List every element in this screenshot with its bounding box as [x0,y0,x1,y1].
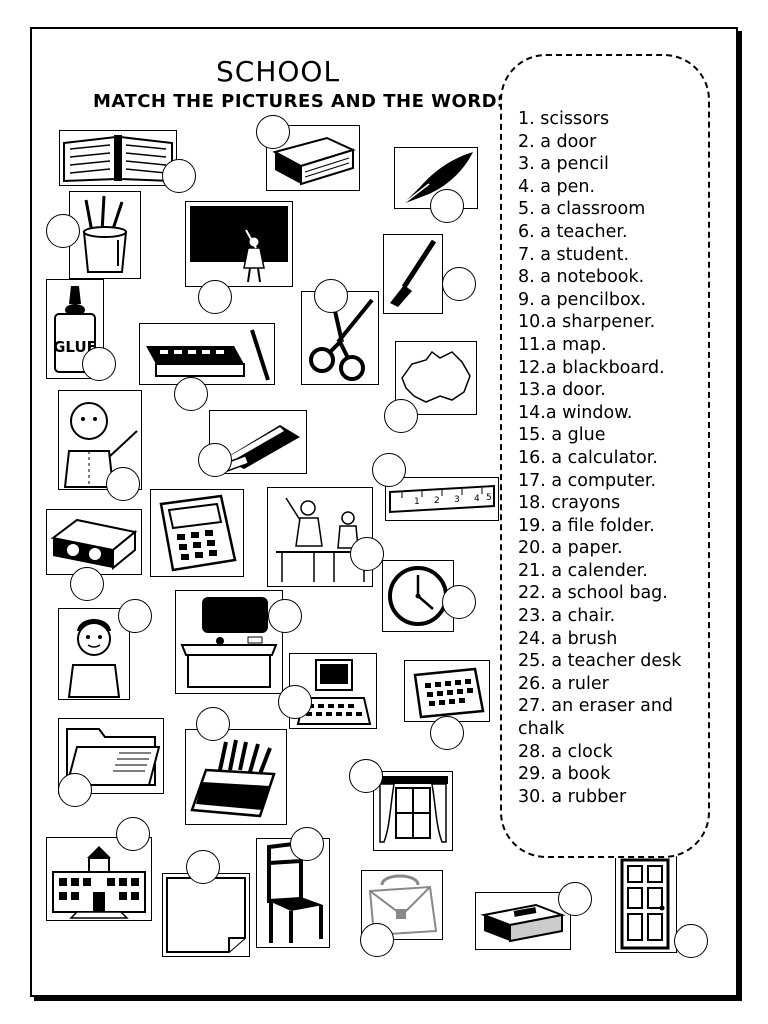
word-list-item: 28. a clock [518,741,613,762]
window-icon [373,771,453,851]
teacher-desk-icon [175,590,283,694]
word-list-item: 9. a pencilbox. [518,289,647,310]
crayons-icon [185,729,287,825]
rubber-icon [475,892,571,950]
word-list-item: 12.a blackboard. [518,357,665,378]
word-list-item: 30. a rubber [518,786,627,807]
answer-circle[interactable] [674,924,708,958]
file-folder-icon [58,718,164,794]
word-list-item: 6. a teacher. [518,221,628,242]
word-list-item: 23. a chair. [518,606,616,627]
word-list-item: 10.a sharpener. [518,312,656,333]
answer-circle[interactable] [186,850,220,884]
answer-circle[interactable] [430,716,464,750]
answer-circle[interactable] [196,707,230,741]
student-icon [58,608,130,700]
answer-circle[interactable] [349,759,383,793]
paper-icon [162,873,250,957]
word-list-item: 13.a door. [518,380,606,401]
answer-circle[interactable] [442,267,476,301]
clock-icon [382,560,454,632]
answer-circle[interactable] [70,567,104,601]
word-list-item: 29. a book [518,764,611,785]
answer-circle[interactable] [46,214,80,248]
school-bag-icon [361,870,443,940]
answer-circle[interactable] [314,279,348,313]
answer-circle[interactable] [106,467,140,501]
answer-circle[interactable] [116,817,150,851]
word-list-item: 1. scissors [518,109,610,129]
school-building-icon [46,837,152,921]
word-list-item: 11.a map. [518,334,607,355]
word-list-item: 2. a door [518,131,597,152]
blackboard-icon [185,201,293,287]
word-list-item: 4. a pen. [518,176,596,197]
calculator-icon [150,489,244,577]
word-list-item: 18. crayons [518,493,621,514]
answer-circle[interactable] [290,827,324,861]
answer-circle[interactable] [350,537,384,571]
word-list-item: 25. a teacher desk [518,651,682,672]
word-list-item: 21. a calender. [518,560,648,581]
answer-circle[interactable] [58,773,92,807]
ruler-number: 1 [414,497,420,507]
door-icon [615,855,677,953]
answer-circle[interactable] [442,585,476,619]
answer-circle[interactable] [268,599,302,633]
page-title: SCHOOL [216,55,341,88]
page-subtitle: MATCH THE PICTURES AND THE WORDS [93,91,509,112]
open-book-icon [59,130,177,186]
answer-circle[interactable] [430,189,464,223]
closed-book-icon [266,125,360,191]
ruler-number: 2 [434,496,440,506]
answer-circle[interactable] [198,280,232,314]
pencil-cup-icon [69,191,141,279]
answer-circle[interactable] [162,159,196,193]
answer-circle[interactable] [278,685,312,719]
paintbrush-icon [383,234,443,314]
answer-circle[interactable] [118,599,152,633]
answer-circle[interactable] [360,923,394,957]
teacher-icon [58,390,142,490]
answer-circle[interactable] [372,453,406,487]
word-list-item: 8. a notebook. [518,267,645,288]
word-list-item: 17. a computer. [518,470,657,491]
answer-circle[interactable] [198,443,232,477]
pencilbox-icon [139,323,275,385]
answer-circle[interactable] [558,882,592,916]
word-list-item: 27. an eraser and chalk [518,696,674,740]
calendar-icon [404,660,490,722]
word-list-item: 5. a classroom [518,199,646,220]
word-list-item: 19. a file folder. [518,515,655,536]
word-list-item: 14.a window. [518,402,633,423]
answer-circle[interactable] [256,115,290,149]
computer-icon [289,653,377,729]
word-list-item: 22. a school bag. [518,583,668,604]
word-list-item: 7. a student. [518,244,630,265]
word-list-item: 16. a calculator. [518,447,658,468]
word-list-item: 15. a glue [518,425,606,446]
sharpener-icon [46,509,142,575]
word-list-item: 26. a ruler [518,673,609,694]
answer-circle[interactable] [384,399,418,433]
ruler-number: 3 [454,495,460,505]
answer-circle[interactable] [174,377,208,411]
word-list-item: 24. a brush [518,628,618,649]
answer-circle[interactable] [82,347,116,381]
ruler-number: 5 [486,493,492,503]
word-list-item: 20. a paper. [518,538,623,559]
ruler-number: 4 [474,494,480,504]
classroom-icon [267,487,373,587]
worksheet-page: SCHOOL MATCH THE PICTURES AND THE WORDS … [30,27,738,997]
word-list-item: 3. a pencil [518,154,609,175]
